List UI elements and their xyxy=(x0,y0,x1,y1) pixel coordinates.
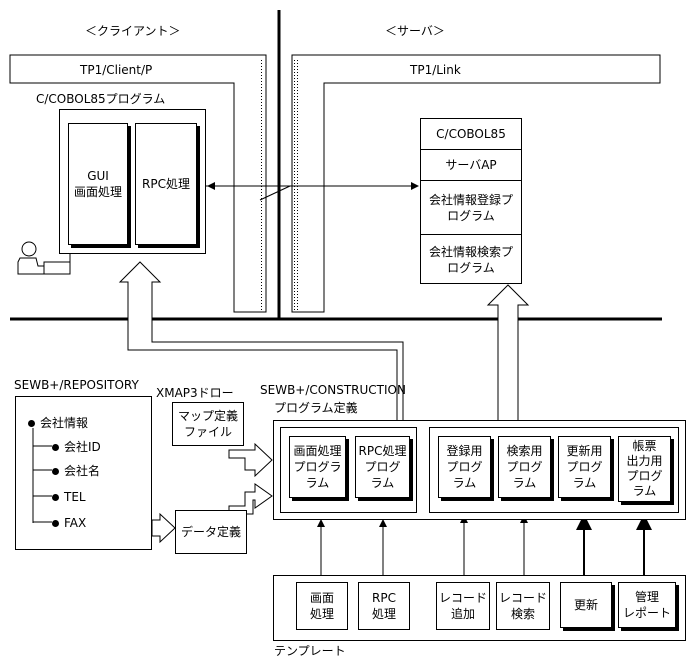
search-program-l1: 検索用 xyxy=(506,444,543,458)
server-programs-group: 登録用 プログ ラム 検索用 プログ ラム 更新用 プログ ラム 帳票 出力用 … xyxy=(429,427,679,513)
server-stack-lang: C/COBOL85 xyxy=(421,119,521,150)
template-update-l1: 更新 xyxy=(573,598,598,612)
register-program-l3: ラム xyxy=(452,476,477,490)
generate-server-arrow xyxy=(486,284,530,426)
map-to-construction-arrow xyxy=(228,442,273,478)
client-section-label: ＜クライアント＞ xyxy=(85,24,181,38)
client-env-bar xyxy=(9,54,267,313)
update-program: 更新用 プログ ラム xyxy=(558,436,611,498)
repo-to-datadef-arrow xyxy=(151,512,176,544)
report-program: 帳票 出力用 プログ ラム xyxy=(618,436,671,502)
template-rpc-l2: 処理 xyxy=(371,607,396,621)
template-screen-l2: 処理 xyxy=(309,607,334,621)
bullet-icon xyxy=(52,444,59,451)
repository-box xyxy=(15,396,152,550)
template-report-l2: レポート xyxy=(622,606,671,620)
template-record-add-l1: レコード xyxy=(438,591,487,605)
client-env-label: TP1/Client/P xyxy=(80,63,153,77)
server-env-label: TP1/Link xyxy=(410,63,461,77)
repo-item-label: 会社名 xyxy=(64,464,101,478)
template-report-l1: 管理 xyxy=(634,590,659,604)
construction-subtitle: プログラム定義 xyxy=(274,401,358,415)
report-program-l3: プログ xyxy=(626,469,663,483)
template-label: テンプレート xyxy=(274,644,346,658)
map-definition-file: マップ定義 ファイル xyxy=(172,402,244,446)
gui-module: GUI 画面処理 xyxy=(68,123,128,245)
xmap-title: XMAP3ドロー xyxy=(156,386,234,400)
rpc-program-l2: プログ xyxy=(364,460,401,474)
search-program: 検索用 プログ ラム xyxy=(498,436,551,498)
template-record-search: レコード 検索 xyxy=(496,582,550,630)
rpc-module: RPC処理 xyxy=(135,123,197,245)
template-rpc-l1: RPC xyxy=(372,591,396,605)
repo-root-label: 会社情報 xyxy=(40,416,89,430)
gui-line2: 画面処理 xyxy=(73,185,122,199)
search-program-l2: プログ xyxy=(506,460,543,474)
register-program-l2: プログ xyxy=(446,460,483,474)
bullet-icon xyxy=(52,494,59,501)
map-file-line2: ファイル xyxy=(183,425,232,439)
repository-title: SEWB+/REPOSITORY xyxy=(14,378,139,392)
gui-line1: GUI xyxy=(87,169,109,183)
client-program-title: C/COBOL85プログラム xyxy=(36,92,166,106)
server-env-bar xyxy=(291,54,661,313)
template-record-search-l2: 検索 xyxy=(510,607,535,621)
screen-program-l1: 画面処理 xyxy=(293,444,342,458)
template-record-add: レコード 追加 xyxy=(436,582,490,630)
bullet-icon xyxy=(52,468,59,475)
server-stack-search: 会社情報検索プログラム xyxy=(428,245,513,275)
template-record-search-l1: レコード xyxy=(498,591,547,605)
template-management-report: 管理 レポート xyxy=(618,582,676,628)
client-programs-group: 画面処理 プログラ ラム RPC処理 プログ ラム xyxy=(280,427,417,513)
template-update: 更新 xyxy=(560,582,612,628)
update-program-l1: 更新用 xyxy=(566,444,603,458)
screen-program-l3: ラム xyxy=(305,476,330,490)
user-icon xyxy=(17,241,71,275)
map-file-line1: マップ定義 xyxy=(177,409,238,423)
client-env-shade xyxy=(259,58,264,310)
repo-item-name: 会社名 xyxy=(52,464,100,478)
repo-item-tel: TEL xyxy=(52,490,86,504)
rpc-label: RPC処理 xyxy=(142,177,190,191)
repo-item-id: 会社ID xyxy=(52,440,101,454)
server-env-shade xyxy=(294,58,299,310)
template-rpc: RPC 処理 xyxy=(358,582,410,630)
server-program-stack: C/COBOL85 サーバAP 会社情報登録プログラム 会社情報検索プログラム xyxy=(420,118,522,284)
screen-program: 画面処理 プログラ ラム xyxy=(289,436,346,498)
rpc-program-l3: ラム xyxy=(370,476,395,490)
construction-title: SEWB+/CONSTRUCTION xyxy=(260,383,406,397)
repo-item-fax: FAX xyxy=(52,516,86,530)
screen-program-l2: プログラ xyxy=(293,460,342,474)
construction-box: 画面処理 プログラ ラム RPC処理 プログ ラム 登録用 プログ ラム 検索用… xyxy=(273,420,686,520)
rpc-program-l1: RPC処理 xyxy=(358,444,407,458)
update-program-l3: ラム xyxy=(572,476,597,490)
update-program-l2: プログ xyxy=(566,460,603,474)
repo-item-label: 会社ID xyxy=(64,440,101,454)
server-stack-ap: サーバAP xyxy=(421,150,521,181)
server-stack-register: 会社情報登録プログラム xyxy=(421,181,521,235)
report-program-l4: ラム xyxy=(632,484,657,498)
server-section-label: ＜サーバ＞ xyxy=(385,24,445,38)
repo-item-label: FAX xyxy=(64,516,87,530)
client-program-box: GUI 画面処理 RPC処理 xyxy=(59,109,206,254)
generate-client-arrow xyxy=(118,261,404,426)
rpc-program: RPC処理 プログ ラム xyxy=(355,436,410,498)
report-program-l2: 出力用 xyxy=(626,454,663,468)
data-definition: データ定義 xyxy=(175,510,247,554)
template-screen: 画面 処理 xyxy=(296,582,348,630)
repo-root: 会社情報 xyxy=(28,416,88,430)
bullet-icon xyxy=(52,520,59,527)
template-record-add-l2: 追加 xyxy=(450,607,475,621)
register-program-l1: 登録用 xyxy=(446,444,483,458)
repo-item-label: TEL xyxy=(64,490,86,504)
report-program-l1: 帳票 xyxy=(632,439,657,453)
register-program: 登録用 プログ ラム xyxy=(438,436,491,498)
template-box: 画面 処理 RPC 処理 レコード 追加 レコード 検索 更新 管理 レポート xyxy=(273,575,686,641)
template-screen-l1: 画面 xyxy=(309,591,334,605)
search-program-l3: ラム xyxy=(512,476,537,490)
datadef-to-construction-arrow xyxy=(228,483,273,515)
repo-root-bullet-icon xyxy=(28,420,35,427)
